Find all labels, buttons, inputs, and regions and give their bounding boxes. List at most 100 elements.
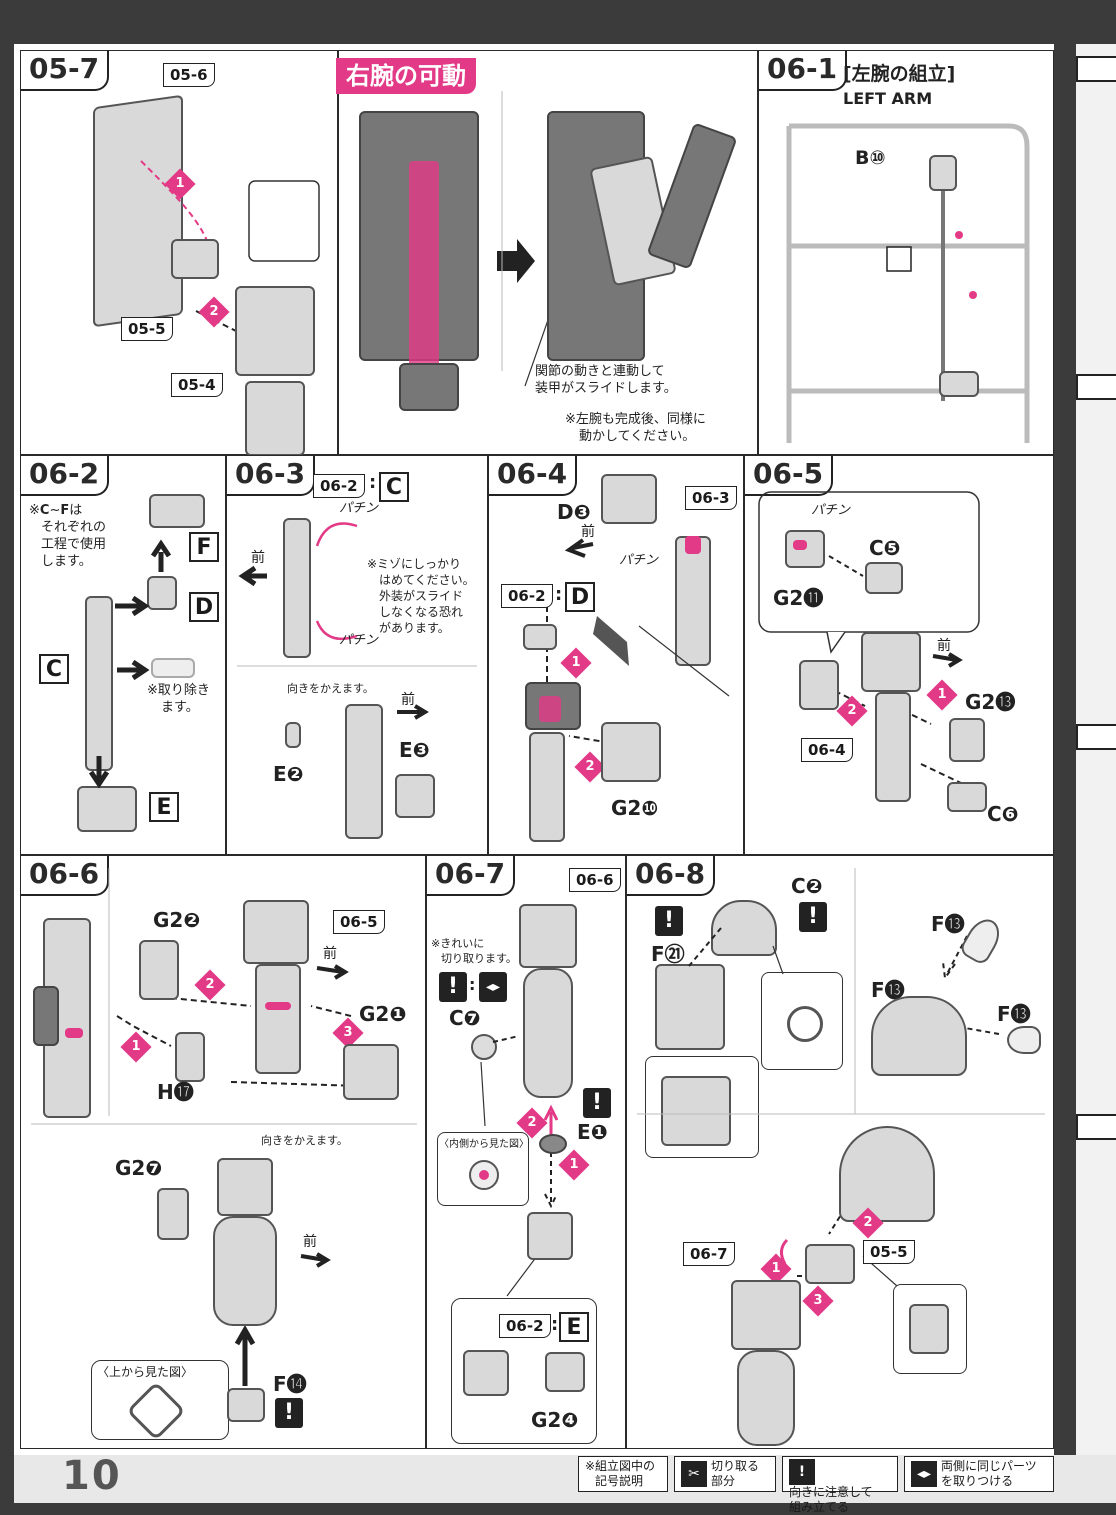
runner-frame [786, 123, 1030, 443]
reference-label: 06-2 [499, 1314, 551, 1338]
edge-fragment [1076, 374, 1116, 400]
left-arm-note: ※左腕も完成後、同様に 動かしてください。 [565, 412, 706, 444]
panel-06-3: 06-3 06-2 : C パチン パチン 前 ※ミゾにしっかり はめてください… [226, 455, 488, 855]
both-sides-icon: ◂▸ [479, 972, 507, 1002]
letter-e: E [559, 1312, 589, 1342]
inner-view-label: 〈内側から見た図〉 [439, 1139, 529, 1150]
edge-fragment [1076, 56, 1116, 82]
edge-fragment [1076, 724, 1116, 750]
part-d [147, 576, 177, 610]
direction-arrows [88, 539, 172, 789]
front-label: 前 [323, 946, 337, 962]
part-h17 [175, 1032, 205, 1082]
turn-note: 向きをかえます。 [261, 1134, 348, 1147]
step-number: 06-7 [427, 856, 516, 896]
step-number: 06-6 [21, 856, 110, 896]
caution-icon: ! [275, 1398, 303, 1428]
socket-detail [787, 1006, 823, 1042]
part-number: C❺ [869, 536, 901, 560]
part-d3 [601, 474, 657, 524]
step-marker-2: 2 [198, 296, 230, 328]
reference-label: 05-6 [163, 63, 215, 87]
cut-note: ※きれいに 切り取ります。 [431, 937, 517, 965]
caution-icon: ! [655, 906, 683, 936]
detail-callout [893, 1284, 967, 1374]
section-subtitle: LEFT ARM [843, 89, 933, 108]
step-number: 06-2 [21, 456, 110, 496]
step-number: 06-4 [489, 456, 578, 496]
section-title: 右腕の可動 [336, 58, 476, 94]
front-label: 前 [937, 638, 951, 654]
front-label: 前 [401, 692, 415, 708]
step-marker-2: 2 [836, 695, 868, 727]
caution-icon: ! [439, 972, 467, 1002]
arm-lower [255, 964, 301, 1074]
part-c7 [471, 1034, 497, 1060]
part-f [149, 494, 205, 528]
part-number: G2❶ [359, 1002, 407, 1026]
nipper-icon: ✂ [681, 1461, 707, 1487]
panel-06-6: 06-6 G2❷ 2 06-5 前 G2❶ 3 1 H⓱ 向きをかえます。 G2… [20, 855, 426, 1449]
usage-note: ※C~Fは それぞれの 工程で使用 します。 [29, 503, 107, 569]
part-e1 [539, 1134, 567, 1154]
snap-sound: パチン [339, 633, 379, 648]
detail-callout [645, 1056, 759, 1158]
side-armor [33, 986, 59, 1046]
snap-sound: パチン [811, 503, 851, 518]
legend-both-sides: ◂▸両側に同じパーツを取りつける [904, 1456, 1054, 1492]
part-f13-tip [1007, 1026, 1041, 1054]
arm-block [861, 632, 921, 692]
arm-block [519, 904, 577, 968]
part-c6 [947, 782, 987, 812]
arm-lower [245, 381, 305, 456]
part-g2-4 [545, 1352, 585, 1392]
next-page-edge [1076, 44, 1116, 1455]
step-number: 05-7 [21, 51, 110, 91]
step-marker-1: 1 [120, 1031, 152, 1063]
reference-label: 06-7 [683, 1242, 735, 1266]
reference-label: 05-5 [121, 317, 173, 341]
frame-part [283, 518, 311, 658]
letter-d: D [565, 582, 595, 612]
inner-view-shape [469, 1160, 499, 1190]
joint-detail [909, 1304, 949, 1354]
legend-cut: ✂切り取る部分 [674, 1456, 776, 1492]
part-number: E❶ [577, 1120, 608, 1144]
step-marker-1: 1 [926, 679, 958, 711]
letter-c: C [379, 472, 409, 502]
part-g2-7 [157, 1188, 189, 1240]
inner-detail [661, 1076, 731, 1146]
gate-mark [955, 231, 963, 239]
arm-block [235, 286, 315, 376]
inner-view-callout [437, 1132, 529, 1206]
front-label: 前 [251, 550, 265, 566]
part-e2 [285, 722, 301, 748]
part-e [77, 786, 137, 832]
arm-lower [737, 1350, 795, 1446]
letter-d: D [189, 592, 219, 622]
part-c5 [865, 562, 903, 594]
arm-assembly [675, 536, 711, 666]
part-number: E❸ [399, 738, 430, 762]
step-number: 06-5 [745, 456, 834, 496]
hand-part [929, 155, 957, 191]
page-number: 10 [62, 1453, 122, 1499]
panel-06-1: 06-1 [左腕の組立] LEFT ARM B⑩ [758, 50, 1054, 455]
highlight-socket [539, 696, 561, 722]
step-number: 06-3 [227, 456, 316, 496]
step-marker-2: 2 [194, 969, 226, 1001]
part-number: F⓮ [273, 1372, 307, 1396]
arm-lower [523, 968, 573, 1098]
groove-note: ※ミゾにしっかり はめてください。 外装がスライド しなくなる恐れ があります。 [367, 557, 475, 635]
edge-fragment [1076, 1114, 1116, 1140]
detail-callout [761, 972, 843, 1070]
part-f13-shell [871, 996, 967, 1076]
joint-part [171, 239, 219, 279]
part-c2 [711, 900, 777, 956]
reference-label: 06-2 [313, 474, 365, 498]
part-number: C❼ [449, 1006, 481, 1030]
step-marker-1: 1 [560, 647, 592, 679]
panel-06-7: 06-7 06-6 ※きれいに 切り取ります。 ! : ◂▸ C❼ ! 2 E❶… [426, 855, 626, 1449]
arm-lower [875, 692, 911, 802]
letter-f: F [189, 532, 219, 562]
